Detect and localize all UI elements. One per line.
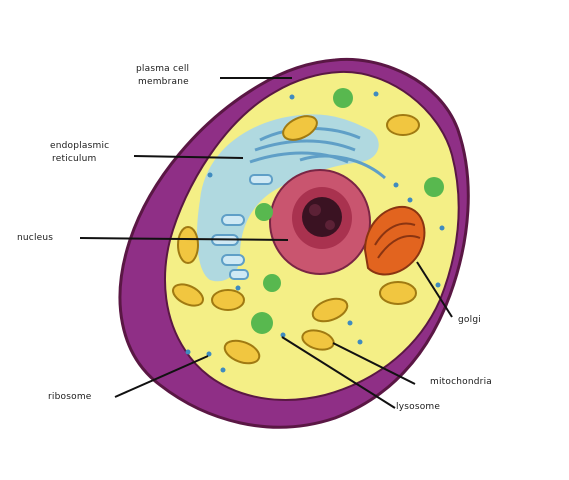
golgi-apparatus (363, 205, 426, 276)
label-mitochondria: mitochondria (430, 377, 492, 387)
ribosomes (185, 91, 445, 373)
mitochondria-group (172, 114, 420, 365)
label-nucleus: nucleus (17, 233, 54, 243)
nucleus (269, 169, 371, 275)
label-er-line1: endoplasmic (50, 141, 110, 151)
label-ribosome: ribosome (48, 392, 92, 402)
endoplasmic-reticulum (197, 114, 387, 282)
label-lysosome: lysosome (396, 402, 441, 412)
label-golgi: golgi (458, 315, 481, 325)
label-plasma-membrane-line1: plasma cell (136, 64, 190, 74)
lysosomes (251, 88, 444, 334)
label-plasma-membrane-line2: membrane (138, 77, 189, 87)
leader-lines (79, 77, 453, 409)
label-er-line2: reticulum (52, 154, 97, 164)
